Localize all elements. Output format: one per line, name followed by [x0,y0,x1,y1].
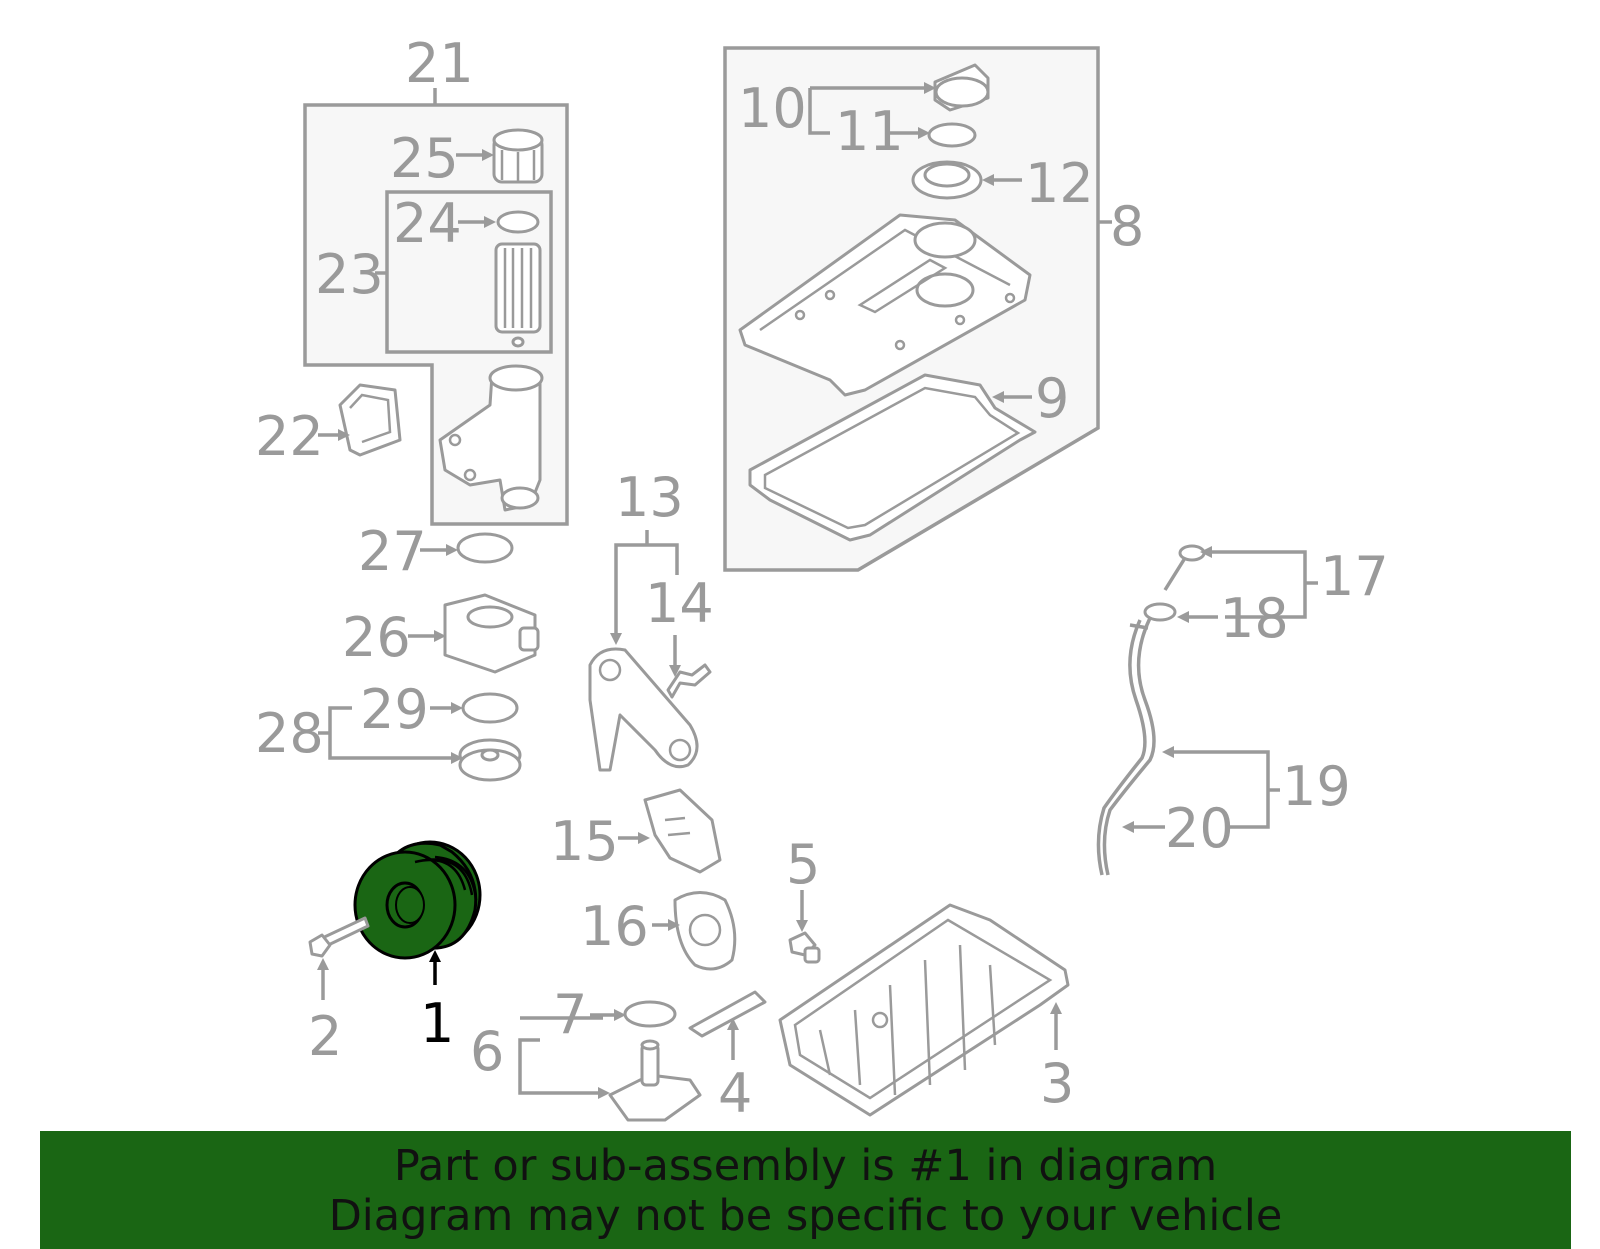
oil-strainer [688,990,767,1038]
banner-line-1: Part or sub-assembly is #1 in diagram [393,1141,1218,1191]
drain-plug [788,931,821,964]
callout-11: 11 [835,100,904,163]
callout-29: 29 [360,678,429,741]
oil-filter-cap [492,128,544,184]
callout-19: 19 [1282,755,1351,818]
timing-cover-upper [588,647,699,772]
notice-banner: Part or sub-assembly is #1 in diagram Di… [40,1131,1571,1249]
callout-7: 7 [553,983,587,1046]
callout-13: 13 [615,466,684,529]
callout-25: 25 [390,127,459,190]
filler-neck [911,160,983,200]
cooler-cap [458,738,522,782]
oil-filler-cap [933,63,990,112]
callout-14: 14 [645,572,714,635]
dipstick-assembly [1096,544,1206,876]
callout-6: 6 [470,1020,504,1083]
callout-24: 24 [393,192,462,255]
oil-level-sensor [608,1039,702,1122]
callout-8: 8 [1110,195,1144,258]
oil-filter-housing [438,364,544,512]
callout-16: 16 [580,895,649,958]
banner-line-2: Diagram may not be specific to your vehi… [328,1191,1283,1241]
timing-cover-16 [673,891,737,971]
callout-22: 22 [255,405,324,468]
callout-28: 28 [255,702,324,765]
callout-27: 27 [358,520,427,583]
callout-18: 18 [1220,587,1289,650]
oil-pan [778,903,1070,1117]
callout-10: 10 [738,77,807,140]
cooler-o-ring [456,532,514,564]
oil-filter-element [494,242,542,348]
sensor-o-ring [623,1000,677,1028]
timing-cover-15 [643,788,722,874]
oil-cooler [443,593,540,674]
callout-23: 23 [315,243,384,306]
callout-4: 4 [718,1062,752,1125]
callout-20: 20 [1165,797,1234,860]
callout-9: 9 [1035,367,1069,430]
callout-12: 12 [1025,152,1094,215]
seal-ring-29 [461,692,519,724]
filler-cap-seal [927,122,977,148]
filter-o-ring [496,210,540,234]
callout-labels: 1 2 3 4 5 6 7 8 9 10 11 12 13 14 15 16 1… [255,32,1389,1125]
timing-bracket-14 [666,663,712,699]
callout-3: 3 [1040,1052,1074,1115]
valve-cover [738,213,1032,397]
valve-cover-gasket [748,373,1037,542]
crankshaft-pulley [353,840,482,960]
callout-2: 2 [308,1005,342,1068]
callout-26: 26 [342,606,411,669]
callout-5: 5 [786,833,820,896]
callout-15: 15 [550,810,619,873]
leader-lines [317,82,1318,1099]
callout-17: 17 [1320,545,1389,608]
callout-21: 21 [405,32,474,95]
pulley-bolt [308,916,370,958]
callout-1: 1 [420,992,454,1055]
